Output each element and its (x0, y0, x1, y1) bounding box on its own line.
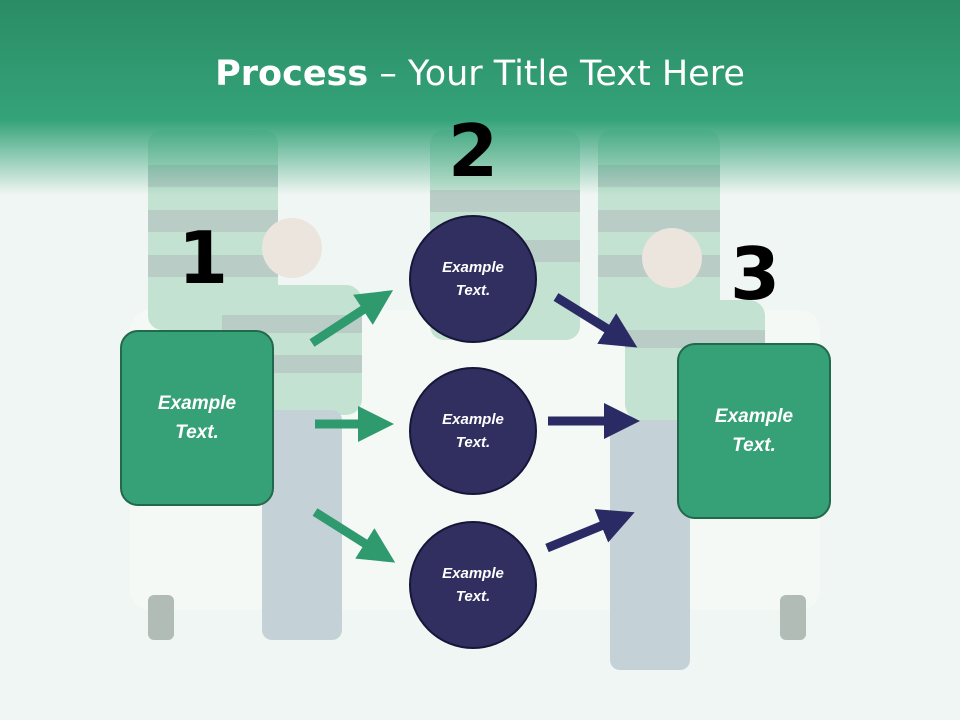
arrow-left-to-top (309, 290, 394, 347)
middle-circle-text: Example Text. (442, 411, 504, 451)
right-box-text: Example Text. (714, 406, 794, 456)
left-box-text: Example Text. (157, 393, 237, 443)
left-text-box: Example Text. (120, 330, 274, 506)
bottom-circle: Example Text. (409, 521, 537, 649)
bottom-circle-text: Example Text. (442, 565, 504, 605)
arrow-bottom-to-right (545, 509, 635, 553)
top-circle: Example Text. (409, 215, 537, 343)
right-text-box: Example Text. (677, 343, 831, 519)
step-number-1: 1 (178, 216, 229, 300)
middle-circle: Example Text. (409, 367, 537, 495)
title-bar (0, 0, 960, 195)
arrow-top-to-right (553, 293, 638, 348)
step-number-2: 2 (448, 109, 499, 193)
title-bold: Process (215, 54, 369, 94)
step-number-3: 3 (730, 232, 781, 316)
top-circle-text: Example Text. (442, 259, 504, 299)
arrow-left-to-bottom (312, 508, 396, 563)
title-rest: – Your Title Text Here (368, 54, 745, 94)
slide-title: Process – Your Title Text Here (0, 52, 960, 96)
